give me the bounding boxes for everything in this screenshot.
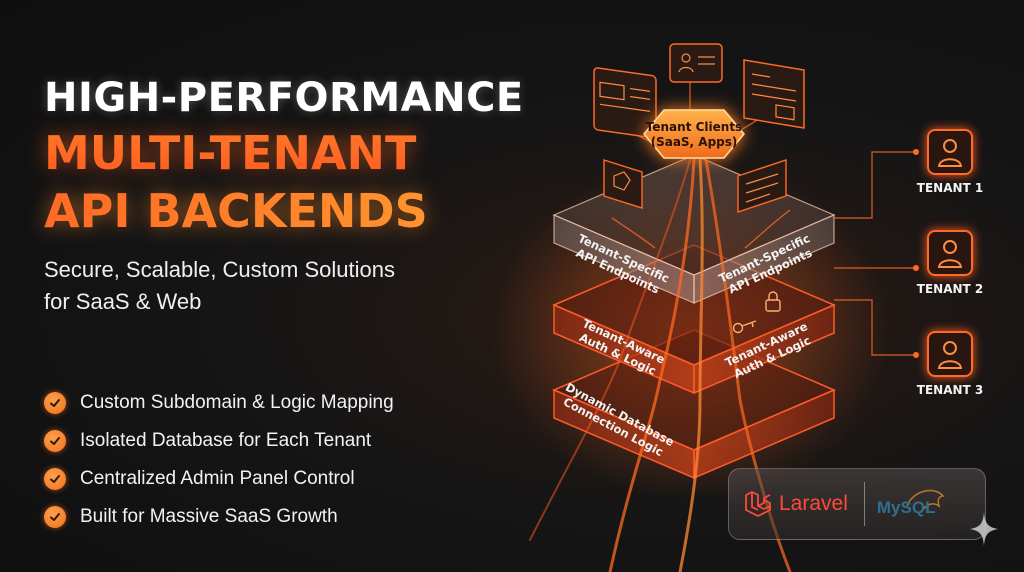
feature-item: Isolated Database for Each Tenant [44,422,394,460]
divider [863,482,865,526]
headline-line-2: MULTI-TENANT [44,124,564,182]
headline-line-3: API BACKENDS [44,182,564,240]
subtitle-line-1: Secure, Scalable, Custom Solutions [44,257,395,282]
mysql-logo: MySQL [877,484,953,524]
subtitle: Secure, Scalable, Custom Solutions for S… [44,254,564,318]
tenant-2: TENANT 2 [917,230,983,296]
feature-label: Built for Massive SaaS Growth [80,506,338,527]
client-window-right [743,59,805,129]
check-icon [44,392,66,414]
user-icon [937,240,963,268]
feature-label: Centralized Admin Panel Control [80,468,355,489]
client-window-side-left [603,159,643,209]
laravel-icon [745,491,771,517]
client-window-center [669,43,723,83]
laravel-label: Laravel [779,492,848,515]
mysql-label: MySQL [876,498,936,517]
clients-node-line-2: (SaaS, Apps) [651,135,738,149]
key-icon [732,320,757,334]
hero-text: HIGH-PERFORMANCE MULTI-TENANT API BACKEN… [44,72,564,318]
feature-label: Isolated Database for Each Tenant [80,430,372,451]
user-icon [937,341,963,369]
tenant-3-label: TENANT 3 [917,383,983,397]
tenant-1-label: TENANT 1 [917,181,983,195]
feature-item: Centralized Admin Panel Control [44,460,394,498]
laravel-logo: Laravel [743,490,848,518]
feature-list: Custom Subdomain & Logic Mapping Isolate… [44,384,394,536]
feature-label: Custom Subdomain & Logic Mapping [80,392,394,413]
lock-icon [765,291,781,312]
tenant-3: TENANT 3 [917,331,983,397]
tenant-2-label: TENANT 2 [917,282,983,296]
feature-item: Custom Subdomain & Logic Mapping [44,384,394,422]
client-window-side-right [737,159,787,213]
tech-stack-card: Laravel MySQL [728,468,986,540]
sparkle-icon [970,512,998,546]
client-window-left [593,67,657,139]
check-icon [44,468,66,490]
subtitle-line-2: for SaaS & Web [44,289,202,314]
clients-node-line-1: Tenant Clients [646,120,742,134]
tenant-clients-node: Tenant Clients (SaaS, Apps) [643,109,745,159]
headline-line-1: HIGH-PERFORMANCE [44,75,524,121]
dolphin-icon [906,489,945,511]
check-icon [44,506,66,528]
tenant-connectors [834,148,920,359]
user-icon [937,139,963,167]
check-icon [44,430,66,452]
tenant-1: TENANT 1 [917,129,983,195]
feature-item: Built for Massive SaaS Growth [44,498,394,536]
